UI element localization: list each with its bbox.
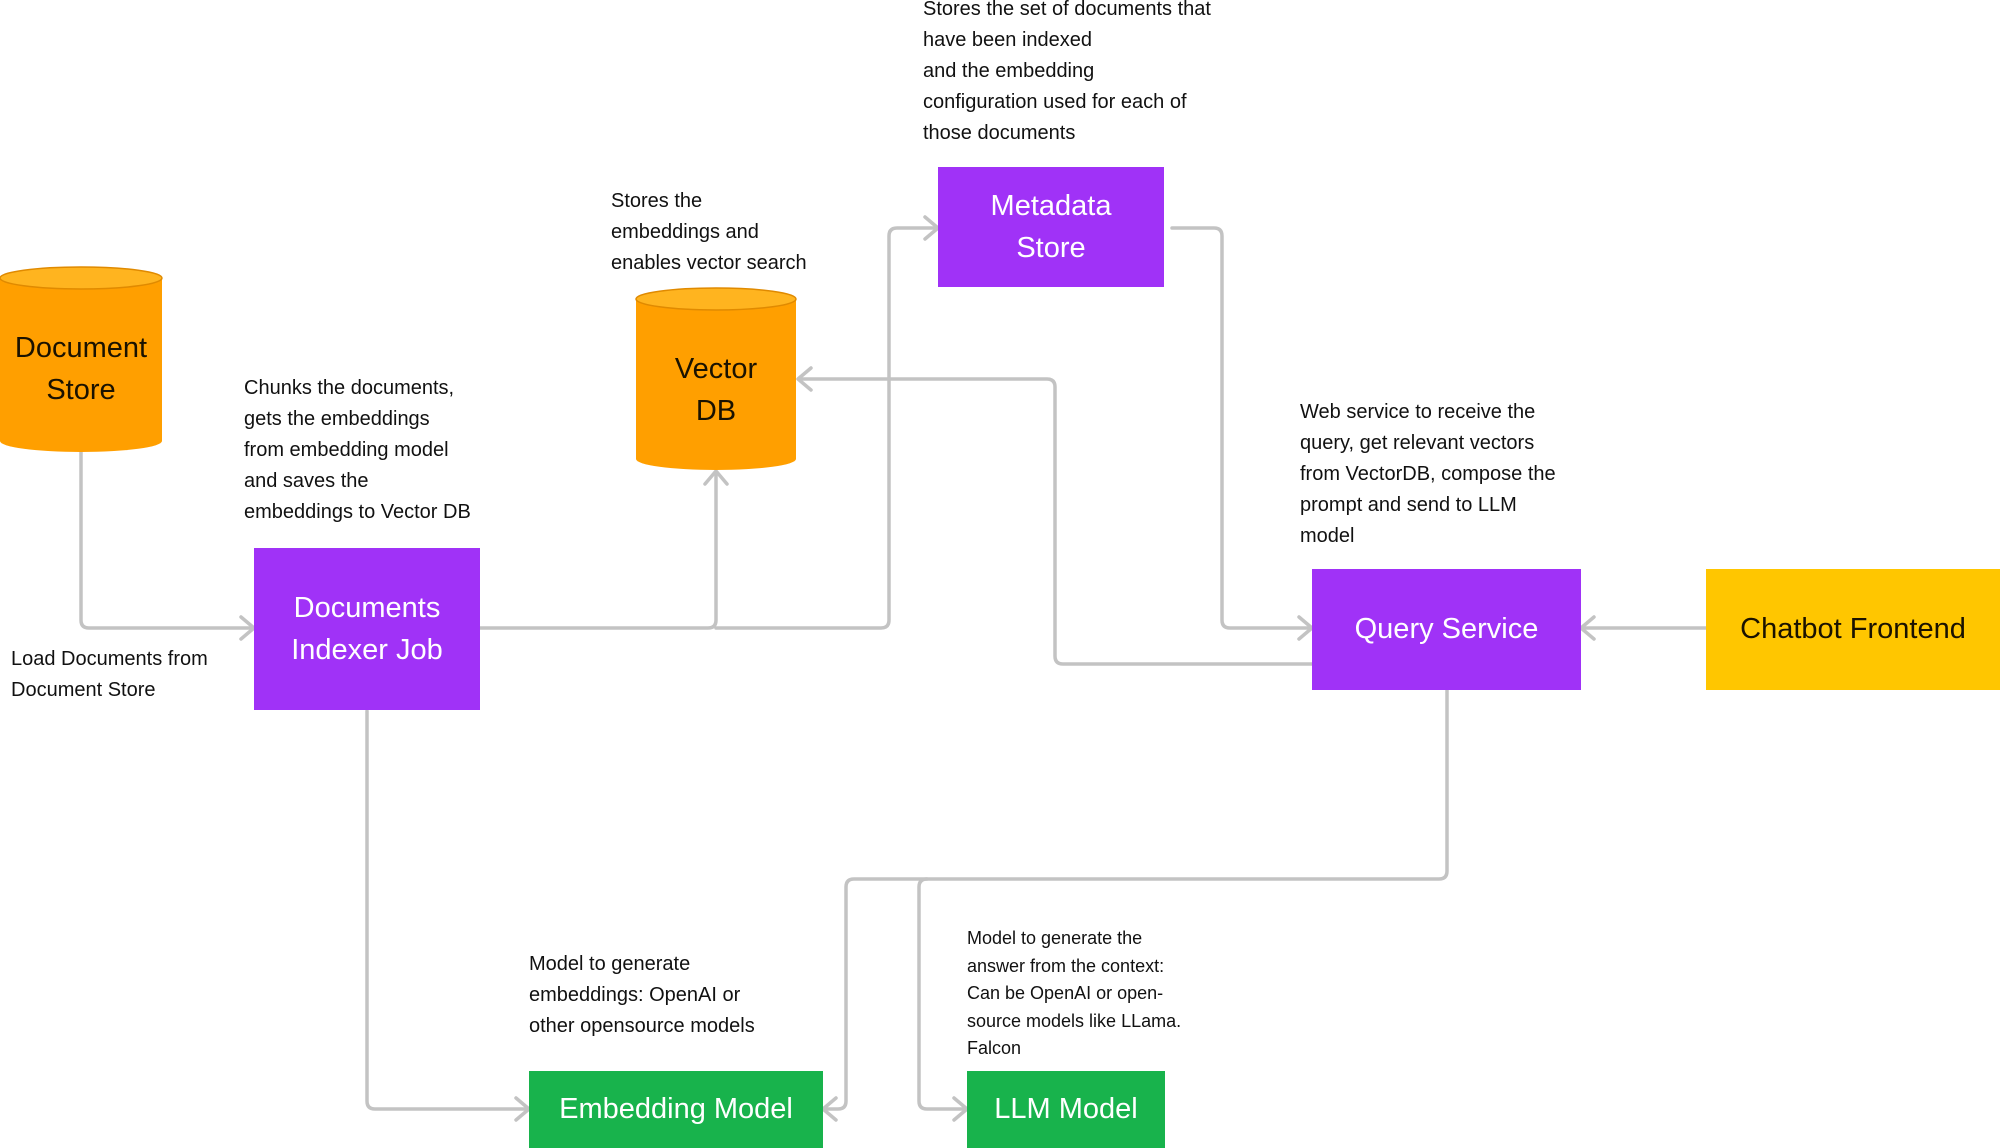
connector-indexer-to-vector-db bbox=[478, 471, 718, 630]
connector-query-service-to-models bbox=[823, 688, 1449, 1111]
query-service-node: Query Service bbox=[1312, 569, 1581, 690]
indexer-job-node: Documents Indexer Job bbox=[254, 548, 480, 710]
connector-query-service-to-llm bbox=[917, 877, 967, 1111]
chatbot-frontend-node: Chatbot Frontend bbox=[1706, 569, 2000, 690]
llm-model-node: LLM Model bbox=[967, 1071, 1165, 1148]
document-store-node: Document Store bbox=[0, 310, 162, 428]
vector-db-label: Vector DB bbox=[674, 352, 758, 427]
query-service-note: Web service to receive the query, get re… bbox=[1300, 401, 1556, 547]
vector-db-note: Stores the embeddings and enables vector… bbox=[611, 190, 807, 274]
llm-model-label: LLM Model bbox=[994, 1093, 1138, 1126]
connector-query-service-to-vector-db bbox=[798, 377, 1314, 666]
metadata-store-note: Stores the set of documents that have be… bbox=[923, 0, 1211, 144]
llm-model-note: Model to generate the answer from the co… bbox=[967, 928, 1182, 1058]
connector-indexer-to-embedding-model bbox=[365, 709, 529, 1111]
arrowhead-vector-db-right bbox=[796, 366, 813, 392]
document-store-label: Document Store bbox=[14, 331, 148, 406]
connector-metadata-store-to-query-service bbox=[1170, 226, 1312, 630]
document-store-cylinder bbox=[0, 266, 163, 452]
arrowhead-query-service-right bbox=[1579, 615, 1596, 641]
connector-indexer-to-metadata-store bbox=[714, 226, 938, 630]
embedding-model-node: Embedding Model bbox=[529, 1071, 823, 1148]
vector-db-cylinder bbox=[635, 287, 797, 470]
metadata-store-node: Metadata Store bbox=[938, 167, 1164, 287]
connector-document-store-to-indexer bbox=[79, 450, 254, 630]
metadata-store-label: Metadata Store bbox=[990, 189, 1112, 264]
embedding-model-label: Embedding Model bbox=[559, 1093, 793, 1126]
arrowhead-embedding-model-right bbox=[821, 1096, 838, 1122]
embedding-model-note: Model to generate embeddings: OpenAI or … bbox=[529, 953, 755, 1037]
arrowhead-vector-db-bottom bbox=[703, 469, 729, 486]
load-documents-note: Load Documents from Document Store bbox=[11, 648, 208, 701]
indexer-note: Chunks the documents, gets the embedding… bbox=[244, 377, 471, 523]
indexer-job-label: Documents Indexer Job bbox=[291, 591, 443, 666]
chatbot-frontend-label: Chatbot Frontend bbox=[1740, 613, 1966, 646]
query-service-label: Query Service bbox=[1354, 613, 1539, 646]
vector-db-node: Vector DB bbox=[636, 331, 796, 449]
